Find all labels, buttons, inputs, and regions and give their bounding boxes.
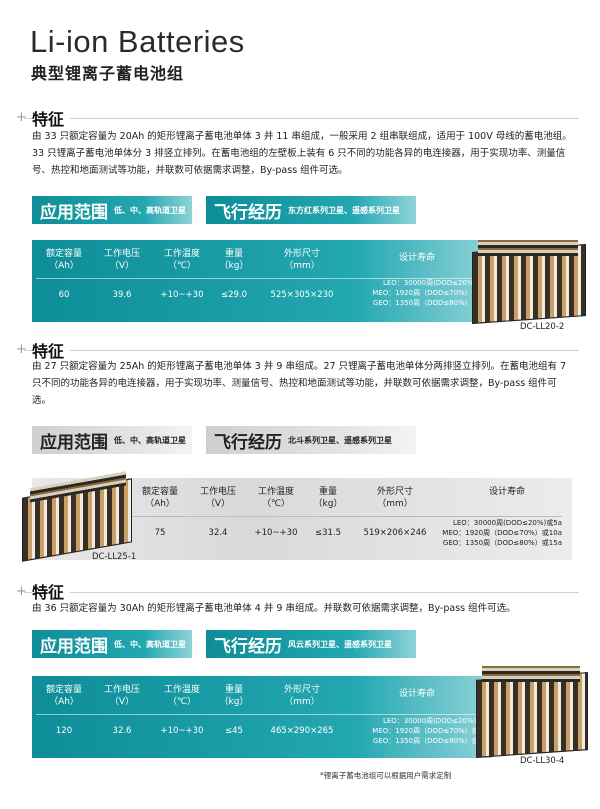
section-heading: 特征 (32, 338, 71, 362)
header-dimensions: 外形尺寸（mm） (283, 249, 320, 271)
application-label: 应用范围 (40, 432, 108, 453)
value-design-life: LEO：30000周(DOD≤20%)或5a MEO：1920周（DOD≤70%… (332, 716, 492, 746)
section-description: 由 36 只额定容量为 30Ah 的矩形锂离子蓄电池单体 4 并 9 串组成。并… (32, 603, 516, 614)
life-geo: GEO：1350周（DOD≤80%）或15a (442, 539, 562, 547)
battery-image-top (482, 666, 580, 682)
life-leo: LEO：30000周(DOD≤20%)或5a (452, 519, 562, 527)
value-temperature: +10~+30 (254, 528, 298, 538)
application-banner: 应用范围 低、中、高轨道卫星 (32, 426, 192, 454)
header-design-life: 设计寿命 (488, 487, 525, 497)
header-voltage: 工作电压（V） (103, 685, 140, 707)
header-capacity: 额定容量（Ah） (45, 249, 82, 271)
section-description: 由 27 只额定容量为 25Ah 的矩形锂离子蓄电池单体 3 并 9 串组成。2… (32, 361, 567, 406)
header-temperature: 工作温度（℃） (163, 249, 200, 271)
header-capacity: 额定容量（Ah） (141, 487, 178, 509)
value-design-life: LEO：30000周(DOD≤20%)或5a MEO：1920周（DOD≤70%… (332, 278, 492, 308)
flight-label: 飞行经历 (214, 636, 282, 657)
model-label: DC-LL30-4 (520, 756, 565, 766)
battery-image (476, 672, 588, 758)
life-meo: MEO：1920周（DOD≤70%）或10a (372, 289, 492, 297)
section-description: 由 33 只额定容量为 20Ah 的矩形锂离子蓄电池单体 3 并 11 串组成，… (32, 131, 572, 176)
flight-text: 北斗系列卫星、遥感系列卫星 (288, 435, 392, 445)
value-capacity: 120 (55, 726, 73, 736)
header-dimensions: 外形尺寸（mm） (283, 685, 320, 707)
section-divider (24, 350, 579, 351)
flight-label: 飞行经历 (214, 432, 282, 453)
life-meo: MEO：1920周（DOD≤70%）或10a (372, 727, 492, 735)
value-voltage: 39.6 (112, 290, 132, 300)
spec-table: 额定容量（Ah） 工作电压（V） 工作温度（℃） 重量（kg） 外形尺寸（mm）… (32, 240, 492, 322)
page-subtitle: 典型锂离子蓄电池组 (31, 64, 185, 83)
header-voltage: 工作电压（V） (103, 249, 140, 271)
life-meo: MEO：1920周（DOD≤70%）或10a (442, 529, 562, 537)
header-design-life: 设计寿命 (398, 689, 435, 699)
header-temperature: 工作温度（℃） (257, 487, 294, 509)
value-weight: ≤29.0 (220, 290, 248, 300)
battery-image-top (478, 240, 578, 256)
value-temperature: +10~+30 (160, 290, 204, 300)
table-divider (132, 516, 562, 517)
section-divider (24, 118, 579, 119)
header-capacity: 额定容量（Ah） (45, 685, 82, 707)
value-voltage: 32.6 (112, 726, 132, 736)
life-geo: GEO：1350周（DOD≤80%）或15a (372, 299, 492, 307)
flight-text: 风云系列卫星、遥感系列卫星 (288, 639, 392, 649)
value-weight: ≤31.5 (314, 528, 342, 538)
flight-banner: 飞行经历 东方红系列卫星、遥感系列卫星 (206, 196, 416, 224)
footnote: *锂离子蓄电池组可以根据用户需求定制 (320, 771, 452, 780)
plus-icon: + (16, 110, 27, 125)
section-heading: 特征 (32, 579, 71, 603)
plus-icon: + (16, 584, 27, 599)
table-divider (36, 278, 476, 279)
battery-image (472, 244, 586, 324)
application-banner: 应用范围 低、中、高轨道卫星 (32, 630, 192, 658)
application-label: 应用范围 (40, 636, 108, 657)
section-divider (24, 592, 579, 593)
header-voltage: 工作电压（V） (199, 487, 236, 509)
value-capacity: 60 (58, 290, 70, 300)
value-dimensions: 525×305×230 (270, 290, 334, 300)
plus-icon: + (16, 342, 27, 357)
spec-table: 额定容量（Ah） 工作电压（V） 工作温度（℃） 重量（kg） 外形尺寸（mm）… (32, 676, 492, 758)
header-weight: 重量（kg） (219, 685, 249, 707)
flight-text: 东方红系列卫星、遥感系列卫星 (288, 205, 400, 215)
model-label: DC-LL20-2 (520, 322, 565, 332)
header-dimensions: 外形尺寸（mm） (376, 487, 413, 509)
page-title: Li-ion Batteries (30, 24, 245, 59)
value-dimensions: 519×206×246 (363, 528, 427, 538)
flight-label: 飞行经历 (214, 202, 282, 223)
value-voltage: 32.4 (208, 528, 228, 538)
header-weight: 重量（kg） (313, 487, 343, 509)
application-text: 低、中、高轨道卫星 (114, 205, 186, 215)
flight-banner: 飞行经历 风云系列卫星、遥感系列卫星 (206, 630, 416, 658)
section-heading: 特征 (32, 106, 71, 130)
value-capacity: 75 (154, 528, 166, 538)
application-text: 低、中、高轨道卫星 (114, 435, 186, 445)
application-banner: 应用范围 低、中、高轨道卫星 (32, 196, 192, 224)
application-label: 应用范围 (40, 202, 108, 223)
table-divider (36, 714, 476, 715)
life-leo: LEO：30000周(DOD≤20%)或5a (382, 279, 492, 287)
header-weight: 重量（kg） (219, 249, 249, 271)
life-geo: GEO：1350周（DOD≤80%）或15a (372, 737, 492, 745)
model-label: DC-LL25-1 (92, 552, 137, 562)
header-design-life: 设计寿命 (398, 253, 435, 263)
header-temperature: 工作温度（℃） (163, 685, 200, 707)
flight-banner: 飞行经历 北斗系列卫星、遥感系列卫星 (206, 426, 416, 454)
life-leo: LEO：30000周(DOD≤20%)或5a (382, 717, 492, 725)
value-design-life: LEO：30000周(DOD≤20%)或5a MEO：1920周（DOD≤70%… (412, 518, 562, 548)
value-temperature: +10~+30 (160, 726, 204, 736)
value-weight: ≤45 (225, 726, 243, 736)
value-dimensions: 465×290×265 (270, 726, 334, 736)
application-text: 低、中、高轨道卫星 (114, 639, 186, 649)
